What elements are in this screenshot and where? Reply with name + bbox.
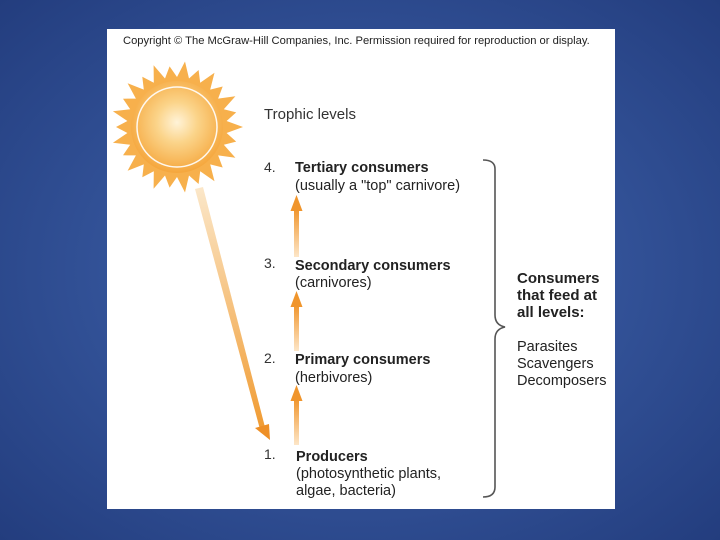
copyright-notice: Copyright © The McGraw-Hill Companies, I… (123, 35, 590, 47)
level-number: 1. (264, 446, 276, 462)
level-subtitle: algae, bacteria) (296, 483, 396, 499)
level-subtitle: (photosynthetic plants, (296, 466, 442, 482)
consumer-item: Decomposers (517, 373, 607, 389)
level-number: 3. (264, 255, 276, 271)
level-number: 4. (264, 159, 276, 175)
consumers-all-title: all levels: (517, 304, 585, 321)
level-subtitle: (carnivores) (295, 275, 372, 291)
level-subtitle: (usually a "top" carnivore) (295, 178, 461, 194)
consumers-all-title: that feed at (517, 287, 598, 304)
level-up-arrow (290, 385, 303, 445)
level-title: Secondary consumers (295, 258, 451, 274)
level-number: 2. (264, 350, 276, 366)
sun-icon (112, 61, 244, 193)
level-title: Producers (296, 449, 368, 465)
consumer-item: Scavengers (517, 356, 594, 372)
bracket (482, 159, 506, 498)
level-title: Tertiary consumers (295, 160, 429, 176)
diagram-panel: Copyright © The McGraw-Hill Companies, I… (107, 29, 615, 509)
level-title: Primary consumers (295, 352, 431, 368)
level-up-arrow (290, 291, 303, 351)
level-up-arrow (290, 195, 303, 257)
consumer-item: Parasites (517, 339, 578, 355)
diagram-heading: Trophic levels (264, 106, 356, 123)
consumers-all-title: Consumers (517, 270, 600, 287)
diagram-art (112, 61, 506, 498)
energy-arrow (195, 187, 270, 440)
level-subtitle: (herbivores) (295, 370, 373, 386)
